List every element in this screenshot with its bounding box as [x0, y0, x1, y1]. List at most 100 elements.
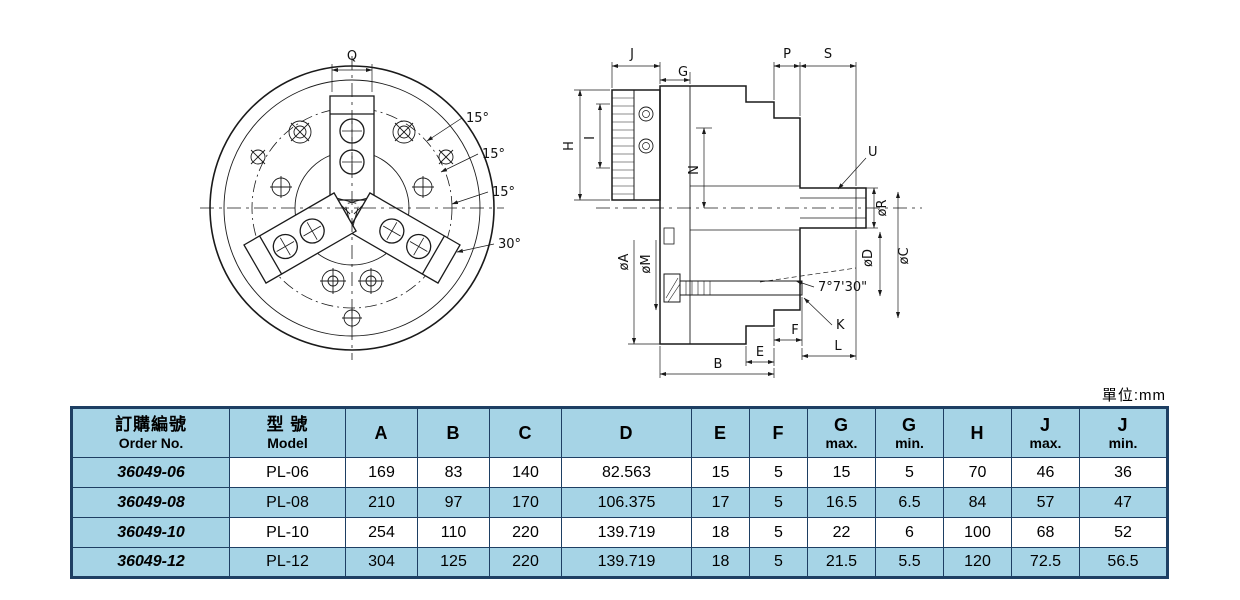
header-c: C [489, 407, 562, 458]
header-line-1: 型 號 [266, 415, 309, 435]
table-row: 36049-08 PL-08 210 97 170 106.375 17 5 1… [71, 487, 1168, 518]
dim-label-e: E [756, 345, 764, 360]
cell-b: 97 [417, 487, 490, 518]
header-line-1: F [772, 422, 785, 443]
cell-model: PL-08 [229, 487, 346, 518]
cell-f: 5 [749, 547, 808, 578]
cell-b: 110 [417, 517, 490, 548]
mount-hole [358, 268, 384, 294]
dim-label-j: J [629, 47, 634, 62]
table-row: 36049-06 PL-06 169 83 140 82.563 15 5 15… [71, 457, 1168, 488]
cell-j-max: 57 [1011, 487, 1080, 518]
cell-g-max: 16.5 [807, 487, 876, 518]
header-d: D [561, 407, 692, 458]
cell-c: 220 [489, 547, 562, 578]
header-e: E [691, 407, 750, 458]
header-line-2: Order No. [118, 434, 184, 451]
header-line-2: max. [1029, 435, 1062, 452]
dim-label-l: L [834, 339, 842, 354]
cell-e: 15 [691, 457, 750, 488]
header-line-1: E [713, 422, 727, 443]
bolt-hole [288, 120, 312, 144]
header-b: B [417, 407, 490, 458]
cell-h: 100 [943, 517, 1012, 548]
cell-c: 140 [489, 457, 562, 488]
header-line-2: min. [1108, 435, 1138, 452]
header-line-1: H [970, 422, 985, 443]
cell-f: 5 [749, 457, 808, 488]
dim-label-d: øD [861, 249, 876, 267]
cell-order-no: 36049-06 [71, 457, 230, 488]
side-view-drawing: J G P S H I N U øR øA øM øD øC 7°7'30" F… [562, 47, 922, 378]
cell-d: 82.563 [561, 457, 692, 488]
header-line-2: max. [825, 435, 858, 452]
cell-h: 70 [943, 457, 1012, 488]
angle-label-30: 30° [498, 237, 521, 252]
dim-label-g: G [678, 65, 688, 80]
dim-label-c: øC [897, 247, 912, 264]
dim-label-a: øA [617, 253, 632, 270]
cell-e: 17 [691, 487, 750, 518]
table-row: 36049-12 PL-12 304 125 220 139.719 18 5 … [71, 547, 1168, 578]
header-line-2: min. [895, 435, 924, 452]
cell-j-min: 47 [1079, 487, 1168, 518]
body-section [659, 85, 867, 345]
cell-j-min: 52 [1079, 517, 1168, 548]
header-f: F [749, 407, 808, 458]
cell-d: 139.719 [561, 547, 692, 578]
header-line-1: G [901, 414, 917, 435]
cell-c: 220 [489, 517, 562, 548]
pilot-hole [270, 176, 292, 198]
cell-g-min: 6 [875, 517, 944, 548]
dim-label-b: B [714, 357, 723, 372]
bolt-hole [392, 120, 416, 144]
dim-label-f: F [791, 323, 798, 338]
cell-model: PL-06 [229, 457, 346, 488]
cell-b: 125 [417, 547, 490, 578]
angle-note-label: 7°7'30" [818, 280, 867, 295]
cell-b: 83 [417, 457, 490, 488]
table-row: 36049-10 PL-10 254 110 220 139.719 18 5 … [71, 517, 1168, 548]
technical-drawings: Q 15° 15° 15° 30° [200, 47, 922, 378]
header-line-1: B [446, 422, 461, 443]
angle-label-15-3: 15° [492, 185, 515, 200]
dim-label-m: øM [639, 254, 654, 273]
header-line-1: 訂購編號 [115, 415, 187, 435]
dim-label-k: K [836, 318, 845, 333]
bottom-hole [342, 308, 362, 328]
cell-a: 169 [345, 457, 418, 488]
cell-order-no: 36049-12 [71, 547, 230, 578]
angle-leaders [426, 117, 495, 253]
dim-label-p: P [783, 47, 791, 62]
cell-g-min: 5 [875, 457, 944, 488]
header-line-1: G [833, 414, 849, 435]
cell-e: 18 [691, 517, 750, 548]
cell-g-max: 15 [807, 457, 876, 488]
header-line-1: A [374, 422, 389, 443]
cell-g-min: 6.5 [875, 487, 944, 518]
cell-h: 120 [943, 547, 1012, 578]
dim-label-h: H [562, 141, 577, 151]
cell-j-min: 36 [1079, 457, 1168, 488]
cell-a: 210 [345, 487, 418, 518]
dim-label-u: U [868, 145, 878, 160]
header-line-1: J [1117, 414, 1129, 435]
cell-j-max: 68 [1011, 517, 1080, 548]
mounting-stud [663, 267, 857, 303]
cell-a: 254 [345, 517, 418, 548]
angle-label-15-1: 15° [466, 111, 489, 126]
cell-g-max: 21.5 [807, 547, 876, 578]
front-view-drawing: Q 15° 15° 15° 30° [200, 49, 521, 360]
cell-f: 5 [749, 517, 808, 548]
cell-h: 84 [943, 487, 1012, 518]
dim-label-r: øR [875, 200, 890, 217]
dim-label-n: N [687, 165, 702, 175]
header-line-2: Model [267, 434, 308, 451]
